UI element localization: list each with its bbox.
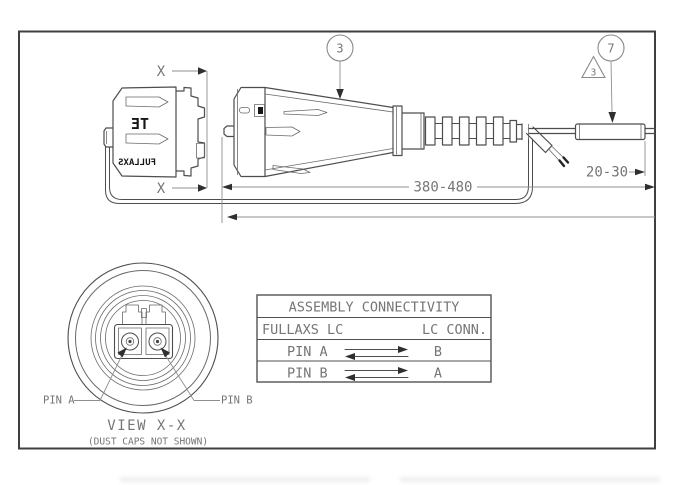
scan-artifact: [120, 477, 370, 482]
balloon-7-number: 7: [607, 42, 614, 56]
lc-housing: [113, 323, 174, 360]
plug-pin: [223, 125, 234, 138]
duplex-lc-connector: [113, 304, 174, 360]
row2-right: A: [434, 366, 442, 382]
section-arrow-top: [198, 67, 207, 75]
drawing-frame: [18, 30, 656, 450]
lanyard-cord: [105, 138, 533, 204]
lc-latch-tab: [122, 304, 143, 325]
cap-slot: [239, 107, 250, 114]
rear-connector-latch-catch: [196, 143, 205, 159]
table-col-right: LC CONN.: [422, 322, 487, 338]
strain-relief-boot: [424, 116, 518, 146]
te-logo: TE: [131, 115, 149, 133]
row1-right: B: [434, 344, 442, 360]
protective-sleeve: [574, 123, 646, 141]
table-row: PIN A B: [287, 344, 442, 360]
plug-collar: [392, 105, 403, 157]
fullaxs-label: FULLAXS: [118, 158, 156, 168]
section-arrow-bottom: [198, 184, 207, 192]
balloon-item-3: 3: [326, 34, 354, 99]
swap-arrow-right: [398, 346, 408, 353]
lc-port-b: [145, 327, 170, 355]
cone-slot: [272, 165, 311, 174]
breakout-fibers: [525, 126, 570, 168]
ferrule-b: [148, 332, 167, 351]
section-label-top: X: [157, 64, 166, 80]
pin-b-leader: [160, 347, 220, 401]
lc-latch-tab: [145, 304, 166, 325]
row2-left: PIN B: [287, 366, 328, 382]
swap-arrow-left: [345, 353, 355, 360]
rear-connector-flange: [175, 86, 206, 177]
revision-triangle-3: 3: [581, 55, 606, 79]
cap-latch-detail: [254, 104, 265, 117]
dimension-sleeve-length: 20-30: [586, 141, 646, 181]
crimp-ring: [515, 123, 529, 141]
fiber-tips: [558, 156, 570, 168]
dimension-cable-length: 380-480: [221, 137, 655, 223]
cone-slot: [283, 109, 328, 116]
pin-b-label: PIN B: [221, 395, 253, 407]
lc-center-key: [141, 308, 147, 318]
section-label-bottom: X: [157, 181, 166, 197]
section-cut-line: X X: [157, 64, 208, 197]
revision-triangle: [581, 55, 606, 79]
fullaxs-plug: [223, 86, 656, 178]
lc-port-a: [118, 327, 142, 355]
rear-view-connector: TE FULLAXS: [103, 86, 206, 178]
leader-arrow: [336, 89, 344, 99]
fiber-cable: [528, 127, 577, 135]
table-col-left: FULLAXS LC: [262, 322, 343, 338]
plug-rear-cap: [233, 86, 266, 178]
view-subtitle: (DUST CAPS NOT SHOWN): [88, 437, 208, 448]
balloon-item-7: 7: [597, 34, 625, 123]
row1-left: PIN A: [287, 344, 328, 360]
dim-380-480: 380-480: [413, 180, 472, 196]
connectivity-table: ASSEMBLY CONNECTIVITY FULLAXS LC LC CONN…: [256, 294, 492, 383]
swap-arrow-right: [398, 367, 408, 374]
swap-arrow-left: [345, 374, 355, 381]
revision-number: 3: [591, 68, 597, 79]
balloon-3-number: 3: [336, 42, 343, 56]
dimension-overall: [227, 213, 655, 221]
table-row: PIN B A: [287, 366, 442, 382]
scan-artifact: [400, 477, 660, 482]
rear-connector-latch: [103, 127, 114, 148]
cap-latch-mark: [258, 107, 263, 114]
ferrule-a: [121, 332, 139, 351]
view-title: VIEW X-X: [107, 418, 186, 434]
table-border: [256, 294, 492, 383]
dim-20-30: 20-30: [586, 165, 628, 181]
cone-top: [264, 86, 394, 109]
grip-rib: [125, 133, 169, 145]
pin-a-label: PIN A: [43, 395, 75, 407]
pin-a-leader: [74, 347, 127, 401]
leader-arrow: [608, 112, 616, 123]
cone-rib: [265, 126, 301, 137]
grip-rib: [125, 96, 169, 108]
table-title: ASSEMBLY CONNECTIVITY: [289, 300, 460, 316]
rear-connector-body: [112, 86, 177, 178]
cone-bottom: [264, 151, 394, 178]
view-xx: PIN A PIN B VIEW X-X (DUST CAPS NOT SHOW…: [43, 262, 253, 448]
